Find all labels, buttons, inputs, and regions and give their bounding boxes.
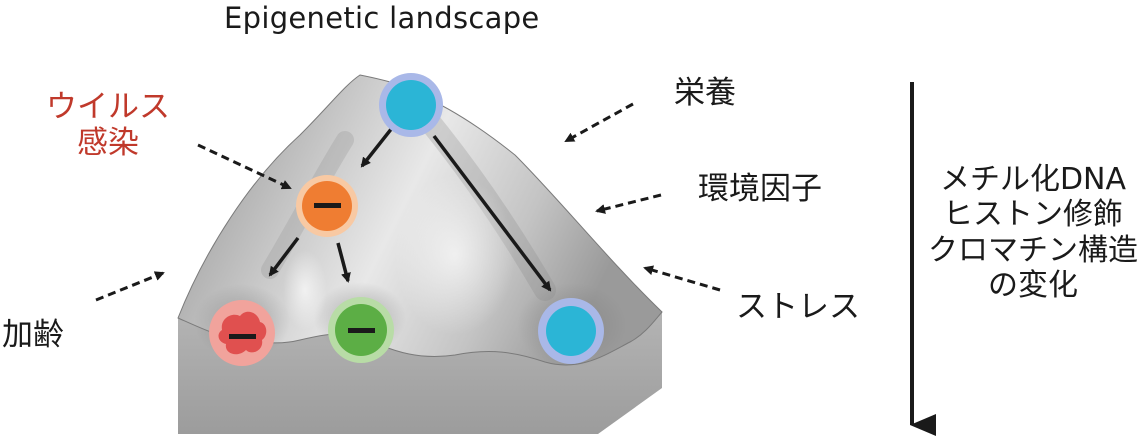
minus-sign-icon (229, 334, 256, 339)
virus-label-line-2: 感染 (77, 124, 139, 161)
nutrition-arrow (564, 102, 634, 143)
environment-label: 環境因子 (698, 171, 822, 207)
intermediate-to-damaged-arrow (268, 236, 300, 277)
virus-arrow (197, 143, 292, 190)
ridge-highlight-small (283, 250, 327, 330)
green-cell (328, 297, 394, 363)
environment-arrow (595, 193, 662, 214)
stress-arrow (643, 265, 721, 292)
minus-sign-icon (314, 203, 341, 208)
aging-arrow (95, 271, 165, 302)
landscape-front-wall (178, 312, 662, 434)
mechanism-line: ヒストン修飾 (943, 197, 1123, 233)
minus-sign-icon (348, 328, 375, 333)
stem-cell (379, 73, 443, 137)
mechanism-line: の変化 (988, 268, 1078, 304)
aging-label: 加齢 (2, 317, 64, 353)
intermediate-cell (296, 175, 358, 237)
ridge-highlight (395, 175, 515, 335)
intermediate-to-green-arrow (336, 242, 351, 283)
nutrition-label: 栄養 (674, 75, 736, 111)
mechanism-line: クロマチン構造 (928, 232, 1138, 268)
damaged-cell (209, 300, 275, 366)
diagram-title: Epigenetic landscape (224, 1, 540, 35)
stem-to-intermediate-arrow (360, 126, 394, 168)
differentiated-cell-right (538, 298, 604, 364)
epigenetic-mechanisms-label: メチル化DNA ヒストン修飾 クロマチン構造 の変化 (928, 162, 1138, 304)
stress-label: ストレス (736, 289, 860, 325)
stem-to-right-cell-arrow (432, 134, 552, 292)
virus-label-line-1: ウイルス (46, 89, 170, 125)
mechanism-line: メチル化DNA (939, 162, 1127, 197)
virus-infection-label: ウイルス 感染 (46, 89, 170, 161)
